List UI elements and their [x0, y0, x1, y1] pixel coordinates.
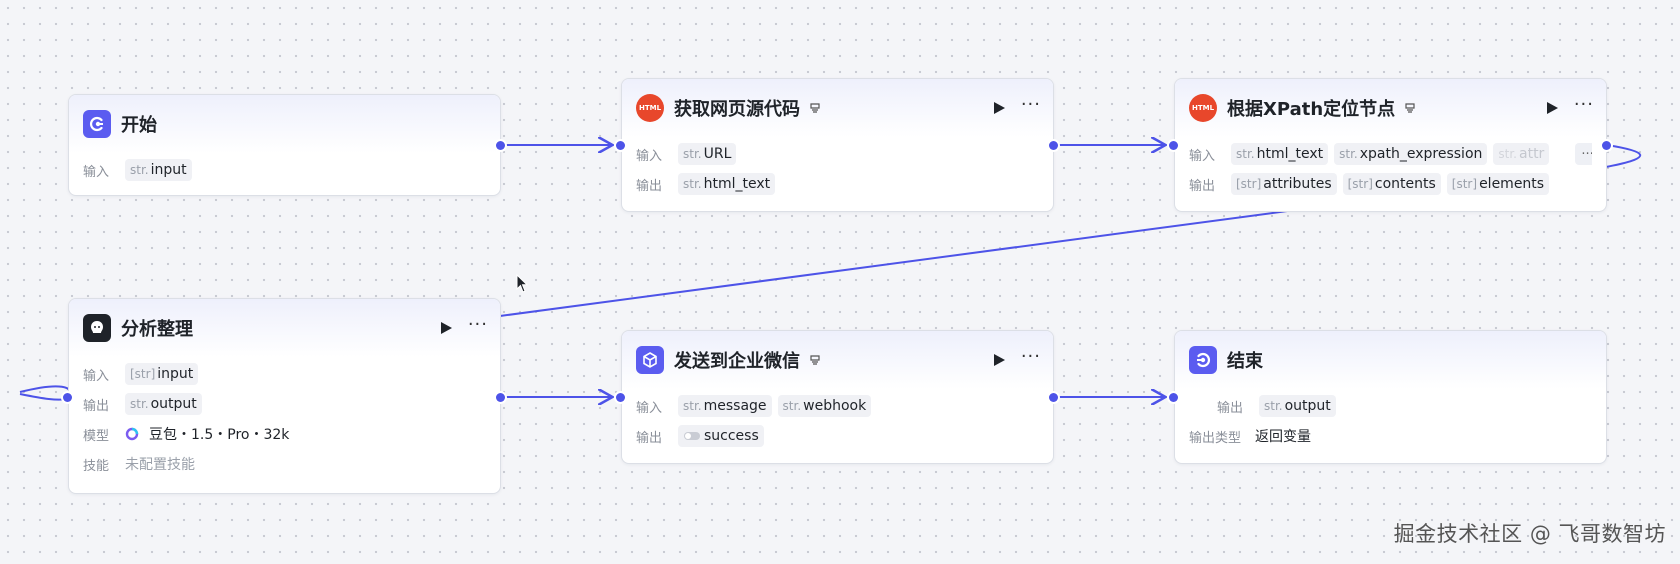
port-wecom-in[interactable]: [616, 393, 625, 402]
port-fetch-out[interactable]: [1049, 141, 1058, 150]
param-tag: str.output: [125, 393, 202, 415]
port-wecom-out[interactable]: [1049, 393, 1058, 402]
node-fetch-html[interactable]: HTML 获取网页源代码 ··· 输入 str.URL 输出 str.html_…: [621, 78, 1054, 212]
play-icon[interactable]: [991, 100, 1007, 116]
input-row: 输入 str.message str.webhook: [636, 391, 1039, 421]
param-tag: str.URL: [678, 143, 737, 165]
param-tag: str.webhook: [777, 395, 872, 417]
port-start-out[interactable]: [496, 141, 505, 150]
start-icon: [83, 110, 111, 138]
param-tag: str.message: [678, 395, 772, 417]
node-analyze-header: 分析整理 ···: [69, 299, 500, 357]
node-title: 开始: [121, 115, 157, 136]
param-tag: [str]input: [125, 363, 199, 385]
end-icon: [1189, 346, 1217, 374]
plugin-link-icon: [810, 355, 820, 365]
param-tag: [str]attributes: [1231, 173, 1337, 195]
more-button[interactable]: ···: [467, 314, 488, 335]
output-type-value: 返回变量: [1255, 429, 1312, 445]
more-button[interactable]: ···: [1020, 94, 1041, 115]
more-button[interactable]: ···: [1020, 346, 1041, 367]
node-xpath[interactable]: HTML 根据XPath定位节点 ··· 输入 str.html_text st…: [1174, 78, 1607, 212]
html-icon: HTML: [1189, 94, 1217, 122]
input-row: 输入 str.URL: [636, 139, 1039, 169]
node-end[interactable]: 结束 输出 str.output 输出类型 返回变量: [1174, 330, 1607, 464]
mouse-cursor-icon: [516, 274, 529, 293]
skill-value: 未配置技能: [125, 457, 195, 473]
node-analyze[interactable]: 分析整理 ··· 输入 [str]input 输出 str.output 模型 …: [68, 298, 501, 494]
node-start-header: 开始: [69, 95, 500, 153]
port-analyze-in[interactable]: [63, 393, 72, 402]
output-type-row: 输出类型 返回变量: [1189, 421, 1592, 451]
node-fetch-html-header: HTML 获取网页源代码 ···: [622, 79, 1053, 137]
node-wecom[interactable]: 发送到企业微信 ··· 输入 str.message str.webhook 输…: [621, 330, 1054, 464]
input-row: 输入 str.html_text str.xpath_expression st…: [1189, 139, 1592, 169]
node-end-header: 结束: [1175, 331, 1606, 389]
node-title: 分析整理: [121, 319, 193, 340]
node-xpath-header: HTML 根据XPath定位节点 ···: [1175, 79, 1606, 137]
node-wecom-header: 发送到企业微信 ···: [622, 331, 1053, 389]
model-name: 豆包・1.5・Pro・32k: [149, 427, 290, 443]
plugin-cube-icon: [636, 346, 664, 374]
output-row: 输出 str.output: [1189, 391, 1592, 421]
llm-icon: [83, 314, 111, 342]
node-title: 发送到企业微信: [674, 351, 800, 372]
play-icon[interactable]: [438, 320, 454, 336]
param-tag: str.xpath_expression: [1334, 143, 1488, 165]
node-title: 结束: [1227, 351, 1263, 372]
port-analyze-out[interactable]: [496, 393, 505, 402]
model-row: 模型 豆包・1.5・Pro・32k: [83, 419, 486, 449]
skill-row: 技能 未配置技能: [83, 449, 486, 479]
html-icon: HTML: [636, 94, 664, 122]
output-row: 输出 success: [636, 421, 1039, 451]
param-tag: str.input: [125, 159, 192, 181]
output-row: 输出 str.output: [83, 389, 486, 419]
output-row: 输出 [str]attributes [str]contents [str]el…: [1189, 169, 1592, 199]
param-tag: [str]elements: [1446, 173, 1550, 195]
output-row: 输出 str.html_text: [636, 169, 1039, 199]
port-xpath-in[interactable]: [1169, 141, 1178, 150]
input-row: 输入 str.input: [83, 155, 486, 185]
play-icon[interactable]: [991, 352, 1007, 368]
port-xpath-out[interactable]: [1602, 141, 1611, 150]
param-tag: str.html_text: [1231, 143, 1329, 165]
plugin-link-icon: [1405, 103, 1415, 113]
param-tag: str.output: [1259, 395, 1336, 417]
input-row: 输入 [str]input: [83, 359, 486, 389]
watermark: 掘金技术社区 @ 飞哥数智坊: [1393, 522, 1666, 546]
more-button[interactable]: ···: [1573, 94, 1594, 115]
param-tag: str.html_text: [678, 173, 776, 195]
more-params-button[interactable]: ···: [1575, 143, 1592, 165]
play-icon[interactable]: [1544, 100, 1560, 116]
port-fetch-in[interactable]: [616, 141, 625, 150]
param-tag: str.attr: [1493, 143, 1550, 165]
plugin-link-icon: [810, 103, 820, 113]
node-title: 根据XPath定位节点: [1227, 99, 1396, 120]
param-tag: success: [678, 425, 764, 447]
param-tag: [str]contents: [1342, 173, 1441, 195]
doubao-model-icon: [125, 427, 139, 441]
port-end-in[interactable]: [1169, 393, 1178, 402]
node-start[interactable]: 开始 输入 str.input: [68, 94, 501, 196]
boolean-toggle-icon: [684, 432, 700, 440]
node-title: 获取网页源代码: [674, 99, 800, 120]
